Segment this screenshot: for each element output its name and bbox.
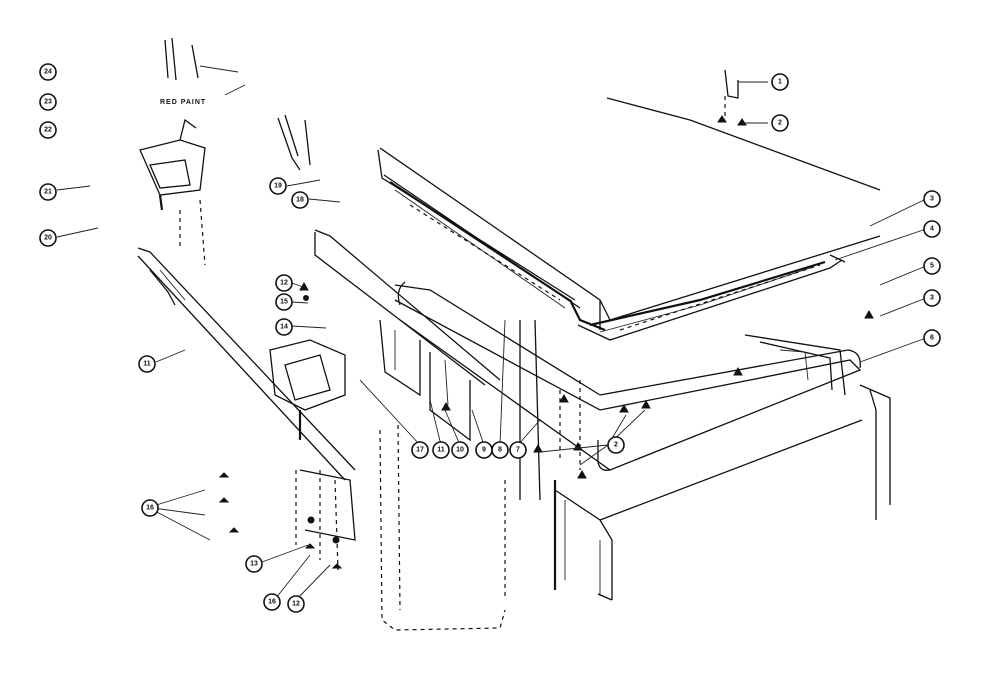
callout-14: 14 (275, 318, 293, 336)
callout-15: 15 (275, 293, 293, 311)
svg-text:9: 9 (482, 447, 486, 454)
center-panel (314, 229, 501, 442)
callout-19: 19 (269, 177, 287, 195)
callout-22: 22 (39, 121, 57, 139)
svg-text:8: 8 (498, 447, 502, 454)
svg-text:14: 14 (280, 324, 288, 331)
svg-text:16: 16 (146, 505, 154, 512)
left-diagonal-panel (137, 247, 356, 541)
upper-bracket (139, 118, 206, 211)
svg-text:22: 22 (44, 127, 52, 134)
callout-1: 1 (771, 73, 789, 91)
callout-18: 18 (291, 191, 309, 209)
red-paint-note: RED PAINT (160, 99, 206, 106)
cabinet-body (379, 97, 891, 601)
callout-2-center: 2 (607, 436, 625, 454)
callout-7: 7 (509, 441, 527, 459)
callout-11-center: 11 (432, 441, 450, 459)
callout-4: 4 (923, 220, 941, 238)
callout-6: 6 (923, 329, 941, 347)
callout-12-lower: 12 (287, 595, 305, 613)
callout-2: 2 (771, 114, 789, 132)
callout-13: 13 (245, 555, 263, 573)
svg-text:20: 20 (44, 235, 52, 242)
svg-text:12: 12 (292, 601, 300, 608)
svg-text:3: 3 (930, 196, 934, 203)
callout-20: 20 (39, 229, 57, 247)
fasteners (218, 281, 874, 569)
callout-21: 21 (39, 183, 57, 201)
svg-text:5: 5 (930, 263, 934, 270)
svg-text:12: 12 (280, 280, 288, 287)
clip-parts (717, 69, 768, 126)
svg-text:6: 6 (930, 335, 934, 342)
svg-text:10: 10 (456, 447, 464, 454)
svg-text:21: 21 (44, 189, 52, 196)
svg-text:23: 23 (44, 99, 52, 106)
callout-9: 9 (475, 441, 493, 459)
callout-11: 11 (138, 355, 156, 373)
svg-text:1: 1 (778, 79, 782, 86)
callout-10: 10 (451, 441, 469, 459)
svg-text:17: 17 (416, 447, 424, 454)
svg-text:3: 3 (930, 295, 934, 302)
svg-text:2: 2 (614, 442, 618, 449)
callout-3: 3 (923, 190, 941, 208)
svg-text:19: 19 (274, 183, 282, 190)
svg-text:4: 4 (930, 226, 934, 233)
callout-3-right: 3 (923, 289, 941, 307)
svg-text:18: 18 (296, 197, 304, 204)
callout-17: 17 (411, 441, 429, 459)
callout-24: 24 (39, 63, 57, 81)
svg-text:7: 7 (516, 447, 520, 454)
callout-16-lower: 16 (263, 593, 281, 611)
svg-text:13: 13 (250, 561, 258, 568)
assembly-lines (179, 199, 581, 631)
lower-bracket (269, 339, 346, 440)
callout-12: 12 (275, 274, 293, 292)
svg-text:16: 16 (268, 599, 276, 606)
svg-text:24: 24 (44, 69, 52, 76)
top-rail-assembly (377, 149, 846, 341)
svg-text:15: 15 (280, 299, 288, 306)
svg-text:2: 2 (778, 120, 782, 127)
tube-frame (394, 281, 862, 501)
callout-16: 16 (141, 499, 159, 517)
leader-lines (56, 179, 927, 601)
callout-23: 23 (39, 93, 57, 111)
callout-8: 8 (491, 441, 509, 459)
upper-left-rods (164, 37, 311, 171)
callout-5: 5 (923, 257, 941, 275)
svg-text:11: 11 (437, 447, 445, 454)
svg-text:11: 11 (143, 361, 151, 368)
